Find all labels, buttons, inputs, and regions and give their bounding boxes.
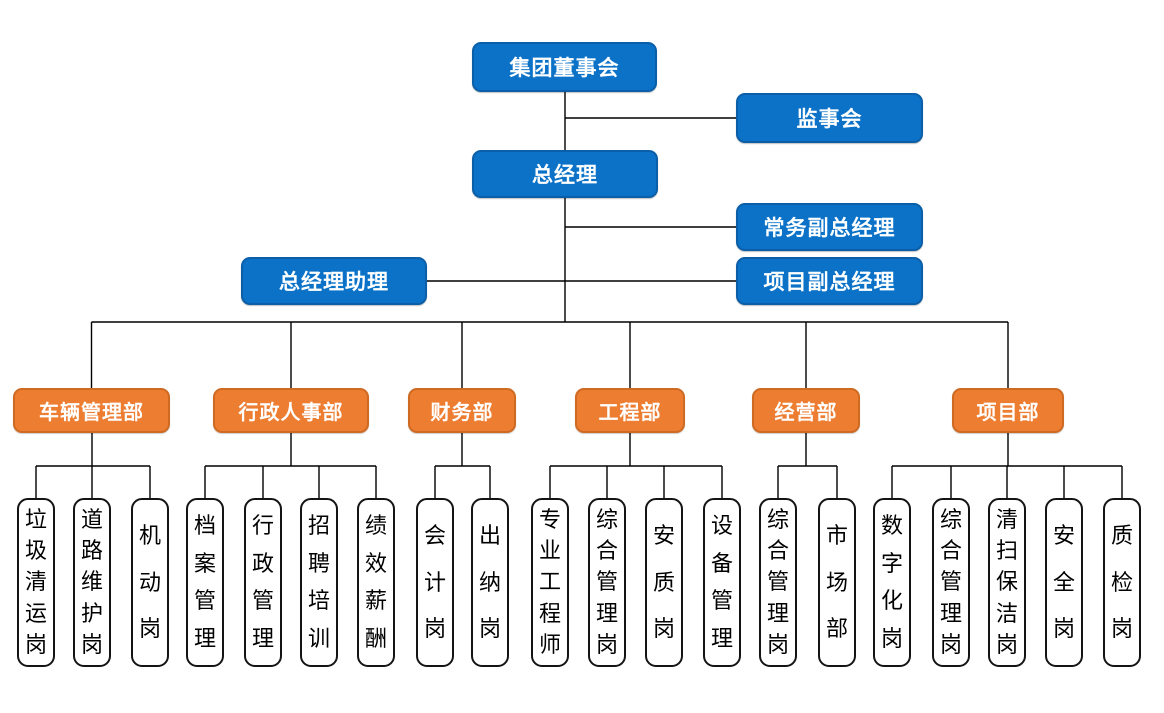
dept-finance: 财务部 <box>408 388 516 433</box>
position-node: 档案管理 <box>186 498 224 667</box>
node-gm-assistant: 总经理助理 <box>241 257 427 305</box>
position-label: 质检岗 <box>1110 522 1133 642</box>
position-node: 行政管理 <box>244 498 282 667</box>
position-label: 出纳岗 <box>478 522 501 642</box>
position-label: 综合管理岗 <box>939 507 962 657</box>
position-node: 数字化岗 <box>873 498 911 667</box>
position-node: 招聘培训 <box>300 498 338 667</box>
position-node: 安质岗 <box>645 498 683 667</box>
position-label: 综合管理岗 <box>595 507 618 657</box>
position-label: 数字化岗 <box>880 513 903 651</box>
position-label: 档案管理 <box>193 513 216 651</box>
dept-operations: 经营部 <box>752 388 860 433</box>
position-node: 安全岗 <box>1045 498 1083 667</box>
position-node: 出纳岗 <box>471 498 509 667</box>
position-label: 会计岗 <box>423 522 446 642</box>
position-node: 市场部 <box>818 498 856 667</box>
node-supervisory-board: 监事会 <box>736 93 923 143</box>
position-label: 行政管理 <box>251 513 274 651</box>
position-label: 安质岗 <box>652 522 675 642</box>
dept-engineering: 工程部 <box>575 388 685 433</box>
position-label: 综合管理岗 <box>766 507 789 657</box>
position-node: 综合管理岗 <box>759 498 797 667</box>
node-project-deputy-gm: 项目副总经理 <box>736 257 923 305</box>
dept-admin-hr: 行政人事部 <box>213 388 369 433</box>
dept-project: 项目部 <box>952 388 1064 433</box>
position-node: 会计岗 <box>416 498 454 667</box>
position-label: 机动岗 <box>138 522 161 642</box>
position-node: 清扫保洁岗 <box>988 498 1026 667</box>
position-node: 垃圾清运岗 <box>17 498 55 667</box>
position-label: 道路维护岗 <box>80 507 103 657</box>
position-node: 道路维护岗 <box>73 498 111 667</box>
node-group-board: 集团董事会 <box>472 42 657 92</box>
position-label: 招聘培训 <box>307 513 330 651</box>
node-executive-deputy-gm: 常务副总经理 <box>736 203 923 251</box>
position-label: 清扫保洁岗 <box>995 507 1018 657</box>
position-node: 质检岗 <box>1103 498 1141 667</box>
dept-vehicle-management: 车辆管理部 <box>13 388 170 433</box>
position-label: 绩效薪酬 <box>364 513 387 651</box>
position-node: 设备管理 <box>703 498 741 667</box>
position-label: 安全岗 <box>1052 522 1075 642</box>
position-node: 综合管理岗 <box>588 498 626 667</box>
position-node: 绩效薪酬 <box>357 498 395 667</box>
position-node: 机动岗 <box>131 498 169 667</box>
position-label: 专业工程师 <box>538 507 561 657</box>
position-label: 设备管理 <box>710 513 733 651</box>
node-general-manager: 总经理 <box>472 150 658 198</box>
position-node: 综合管理岗 <box>932 498 970 667</box>
position-node: 专业工程师 <box>531 498 569 667</box>
position-label: 市场部 <box>825 522 848 642</box>
position-label: 垃圾清运岗 <box>24 507 47 657</box>
